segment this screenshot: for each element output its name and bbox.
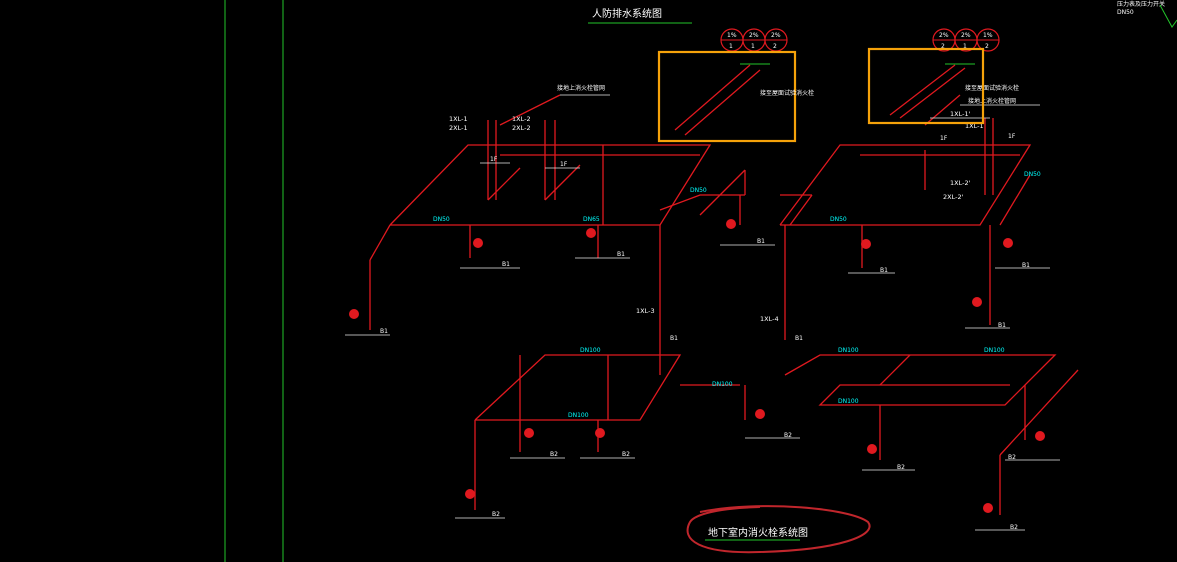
hydrant-icon bbox=[983, 503, 993, 513]
hydrant-icon bbox=[473, 238, 483, 248]
valve-tag: 1% 2 bbox=[976, 28, 1000, 52]
hydrant-icon bbox=[755, 409, 765, 419]
valve-tag-bottom: 1 bbox=[751, 43, 755, 50]
note-label: 接地上消火栓管网 bbox=[557, 84, 605, 92]
ring-main-pipe bbox=[779, 144, 1032, 226]
floor-label: B2 bbox=[1008, 454, 1016, 461]
hydrant-icon bbox=[465, 489, 475, 499]
valve-tag-top: 2% bbox=[771, 32, 781, 39]
riser-label: 1XL-2 bbox=[512, 115, 531, 123]
hydrant-icon bbox=[349, 309, 359, 319]
pipe-size-label: DN100 bbox=[984, 347, 1005, 354]
hydrant-icon bbox=[1035, 431, 1045, 441]
riser-label: 2XL-1 bbox=[449, 124, 468, 132]
main-caption: 地下室内消火栓系统图 bbox=[708, 526, 808, 539]
hydrant-icon bbox=[1003, 238, 1013, 248]
top-title: 人防排水系统图 bbox=[592, 7, 662, 20]
floor-label: B1 bbox=[670, 335, 678, 342]
floor-label: B1 bbox=[998, 322, 1006, 329]
lower-left-system: DN100 DN100 DN100 B2 B2 B2 B2 bbox=[455, 347, 800, 519]
floor-label: B1 bbox=[617, 251, 625, 258]
valve-tag-top: 1% bbox=[983, 32, 993, 39]
valve-tags-b: 2% 2 2% 1 1% 2 bbox=[932, 28, 1000, 52]
riser-label: 1XL-1 bbox=[965, 122, 984, 130]
note-label: 接至屋面试验消火栓 bbox=[965, 84, 1019, 92]
lower-right-system: DN100 DN100 DN100 B2 B2 B2 bbox=[784, 347, 1079, 531]
valve-tag: 2% 2 bbox=[764, 28, 788, 52]
riser-label: 1XL-3 bbox=[636, 307, 655, 315]
floor-label: 1F bbox=[560, 161, 568, 168]
corner-note-sub: DN50 bbox=[1117, 9, 1134, 16]
hydrant-icon bbox=[861, 239, 871, 249]
note-label: 接至屋面试验消火栓 bbox=[760, 89, 814, 97]
riser-label: 1XL-4 bbox=[760, 315, 779, 323]
valve-tag: 2% 1 bbox=[742, 28, 766, 52]
riser-label: 2XL-2' bbox=[943, 193, 964, 201]
floor-label: 1F bbox=[490, 156, 498, 163]
valve-tag-bottom: 1 bbox=[729, 43, 733, 50]
highlight-box-right bbox=[867, 47, 985, 125]
floor-label: B1 bbox=[1022, 262, 1030, 269]
riser-label: 2XL-2 bbox=[512, 124, 531, 132]
valve-tag-top: 1% bbox=[727, 32, 737, 39]
valve-tag-top: 2% bbox=[939, 32, 949, 39]
floor-label: B1 bbox=[757, 238, 765, 245]
floor-label: 1F bbox=[940, 135, 948, 142]
pipe-size-label: DN100 bbox=[580, 347, 601, 354]
highlight-box-left bbox=[657, 50, 797, 143]
annotation-ellipse bbox=[686, 505, 871, 554]
valve-tag-bottom: 2 bbox=[773, 43, 777, 50]
hydrant-icon bbox=[595, 428, 605, 438]
riser-label: 1XL-1' bbox=[950, 110, 971, 118]
pipe-size-label: DN50 bbox=[433, 216, 450, 223]
floor-label: B2 bbox=[784, 432, 792, 439]
ring-main-pipe bbox=[474, 354, 682, 421]
corner-note: 压力表及压力开关 bbox=[1117, 0, 1165, 8]
valve-tag-bottom: 2 bbox=[985, 43, 989, 50]
pipe-size-label: DN65 bbox=[583, 216, 600, 223]
hydrant-icon bbox=[524, 428, 534, 438]
valve-tag-bottom: 2 bbox=[941, 43, 945, 50]
floor-label: B1 bbox=[880, 267, 888, 274]
ring-main-pipe bbox=[784, 354, 1057, 406]
valve-tag: 2% 2 bbox=[932, 28, 956, 52]
valve-tag: 2% 1 bbox=[954, 28, 978, 52]
floor-label: B2 bbox=[1010, 524, 1018, 531]
hydrant-icon bbox=[867, 444, 877, 454]
hydrant-icon bbox=[586, 228, 596, 238]
note-label: 接地上消火栓管网 bbox=[968, 97, 1016, 105]
pipe-size-label: DN50 bbox=[690, 187, 707, 194]
riser-label: 1XL-2' bbox=[950, 179, 971, 187]
corner-mark bbox=[1159, 4, 1177, 28]
floor-label: B1 bbox=[502, 261, 510, 268]
valve-tag-top: 2% bbox=[749, 32, 759, 39]
pipe-size-label: DN100 bbox=[568, 412, 589, 419]
valve-tag-bottom: 1 bbox=[963, 43, 967, 50]
pipe-size-label: DN50 bbox=[830, 216, 847, 223]
hydrant-icon bbox=[972, 297, 982, 307]
pipe-size-label: DN100 bbox=[712, 381, 733, 388]
pipe-size-label: DN100 bbox=[838, 347, 859, 354]
floor-label: B2 bbox=[492, 511, 500, 518]
valve-tags-a: 1% 1 2% 1 2% 2 bbox=[720, 28, 788, 52]
hydrant-icon bbox=[726, 219, 736, 229]
floor-label: B1 bbox=[795, 335, 803, 342]
upper-left-system: 1XL-1 2XL-1 1XL-2 2XL-2 接地上消火栓管网 DN50 DN… bbox=[345, 84, 712, 336]
upper-right-system: 1XL-1' 1XL-1 1XL-2' 2XL-2' 接至屋面试验消火栓 接地上… bbox=[779, 84, 1050, 340]
pipe-size-label: DN100 bbox=[838, 398, 859, 405]
valve-tag-top: 2% bbox=[961, 32, 971, 39]
floor-label: 1F bbox=[1008, 133, 1016, 140]
ring-main-pipe bbox=[389, 144, 712, 226]
riser-label: 1XL-1 bbox=[449, 115, 468, 123]
floor-label: B2 bbox=[550, 451, 558, 458]
floor-label: B2 bbox=[622, 451, 630, 458]
center-connection: DN50 1XL-3 1XL-4 B1 B1 B1 bbox=[636, 169, 813, 375]
pipe-size-label: DN50 bbox=[1024, 171, 1041, 178]
floor-label: B1 bbox=[380, 328, 388, 335]
valve-tag: 1% 1 bbox=[720, 28, 744, 52]
floor-label: B2 bbox=[897, 464, 905, 471]
